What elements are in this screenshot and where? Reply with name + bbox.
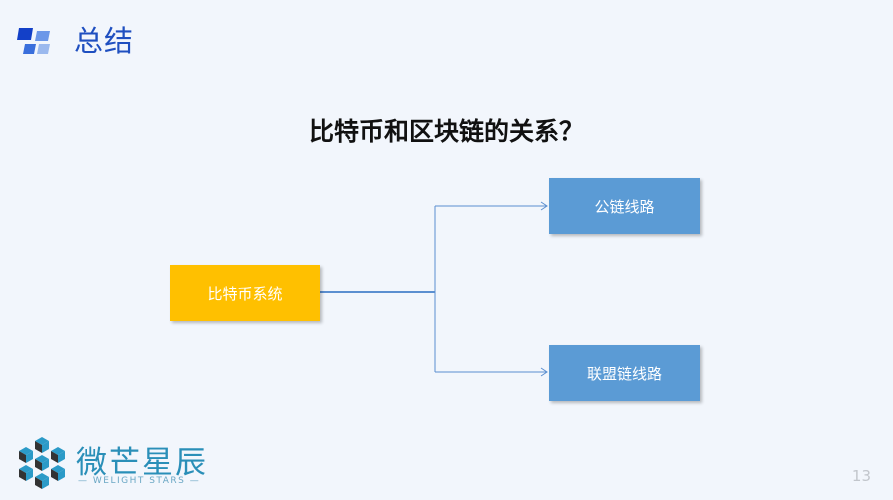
brand-name: 微芒星辰	[76, 445, 208, 481]
consortium-chain-box: 联盟链线路	[549, 345, 700, 401]
public-chain-box: 公链线路	[549, 178, 700, 234]
main-question: 比特币和区块链的关系？	[308, 117, 584, 146]
page-title: 总结	[74, 24, 135, 58]
page-number: 13	[851, 467, 871, 485]
brand-tagline: — WELIGHT STARS —	[78, 476, 201, 486]
bitcoin-system-box: 比特币系统	[170, 265, 320, 321]
box-label: 比特币系统	[207, 284, 283, 303]
box-label: 联盟链线路	[586, 364, 662, 383]
box-label: 公链线路	[594, 197, 655, 216]
